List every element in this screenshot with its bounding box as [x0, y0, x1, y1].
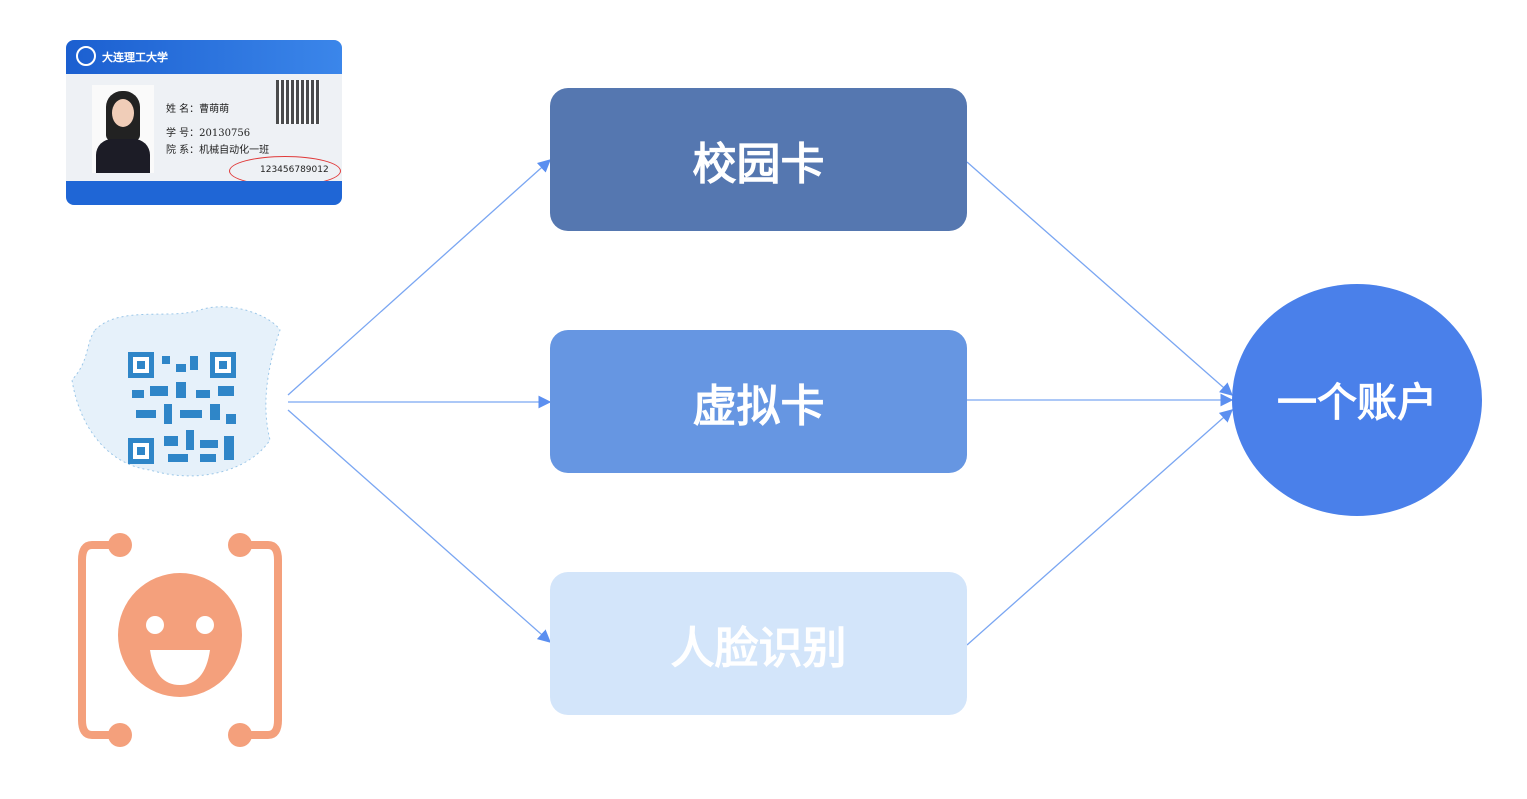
card-photo [92, 85, 154, 173]
method-virtual-card: 虚拟卡 [550, 330, 967, 473]
arrow-to-face-recognition [287, 409, 551, 643]
card-footer [66, 181, 342, 205]
card-student-id: 学 号：20130756 [166, 128, 251, 139]
method-label: 人脸识别 [670, 622, 847, 674]
method-face-recognition: 人脸识别 [550, 572, 967, 715]
arrow-campus-to-account [966, 161, 1233, 396]
university-logo-icon [76, 46, 96, 66]
arrow-face-to-account [966, 409, 1233, 646]
card-university: 大连理工大学 [102, 51, 168, 64]
card-qr-icon [276, 80, 320, 124]
account-circle [1232, 284, 1482, 516]
face-recognition-icon [78, 533, 282, 747]
card-header: 大连理工大学 [66, 40, 342, 74]
method-campus-card: 校园卡 [550, 88, 967, 231]
card-name: 姓 名：曹萌萌 [166, 104, 230, 115]
account-label: 一个账户 [1277, 380, 1437, 426]
method-label: 虚拟卡 [692, 380, 825, 432]
arrow-to-campus-card [287, 159, 551, 396]
qr-code-icon [71, 306, 281, 477]
card-department: 院 系：机械自动化一班 [166, 145, 270, 156]
method-label: 校园卡 [692, 138, 825, 190]
campus-card-image: 大连理工大学 姓 名：曹萌萌 学 号：20130756 院 系：机械自动化一班 … [66, 40, 342, 205]
card-number: 123456789012 [260, 165, 329, 175]
